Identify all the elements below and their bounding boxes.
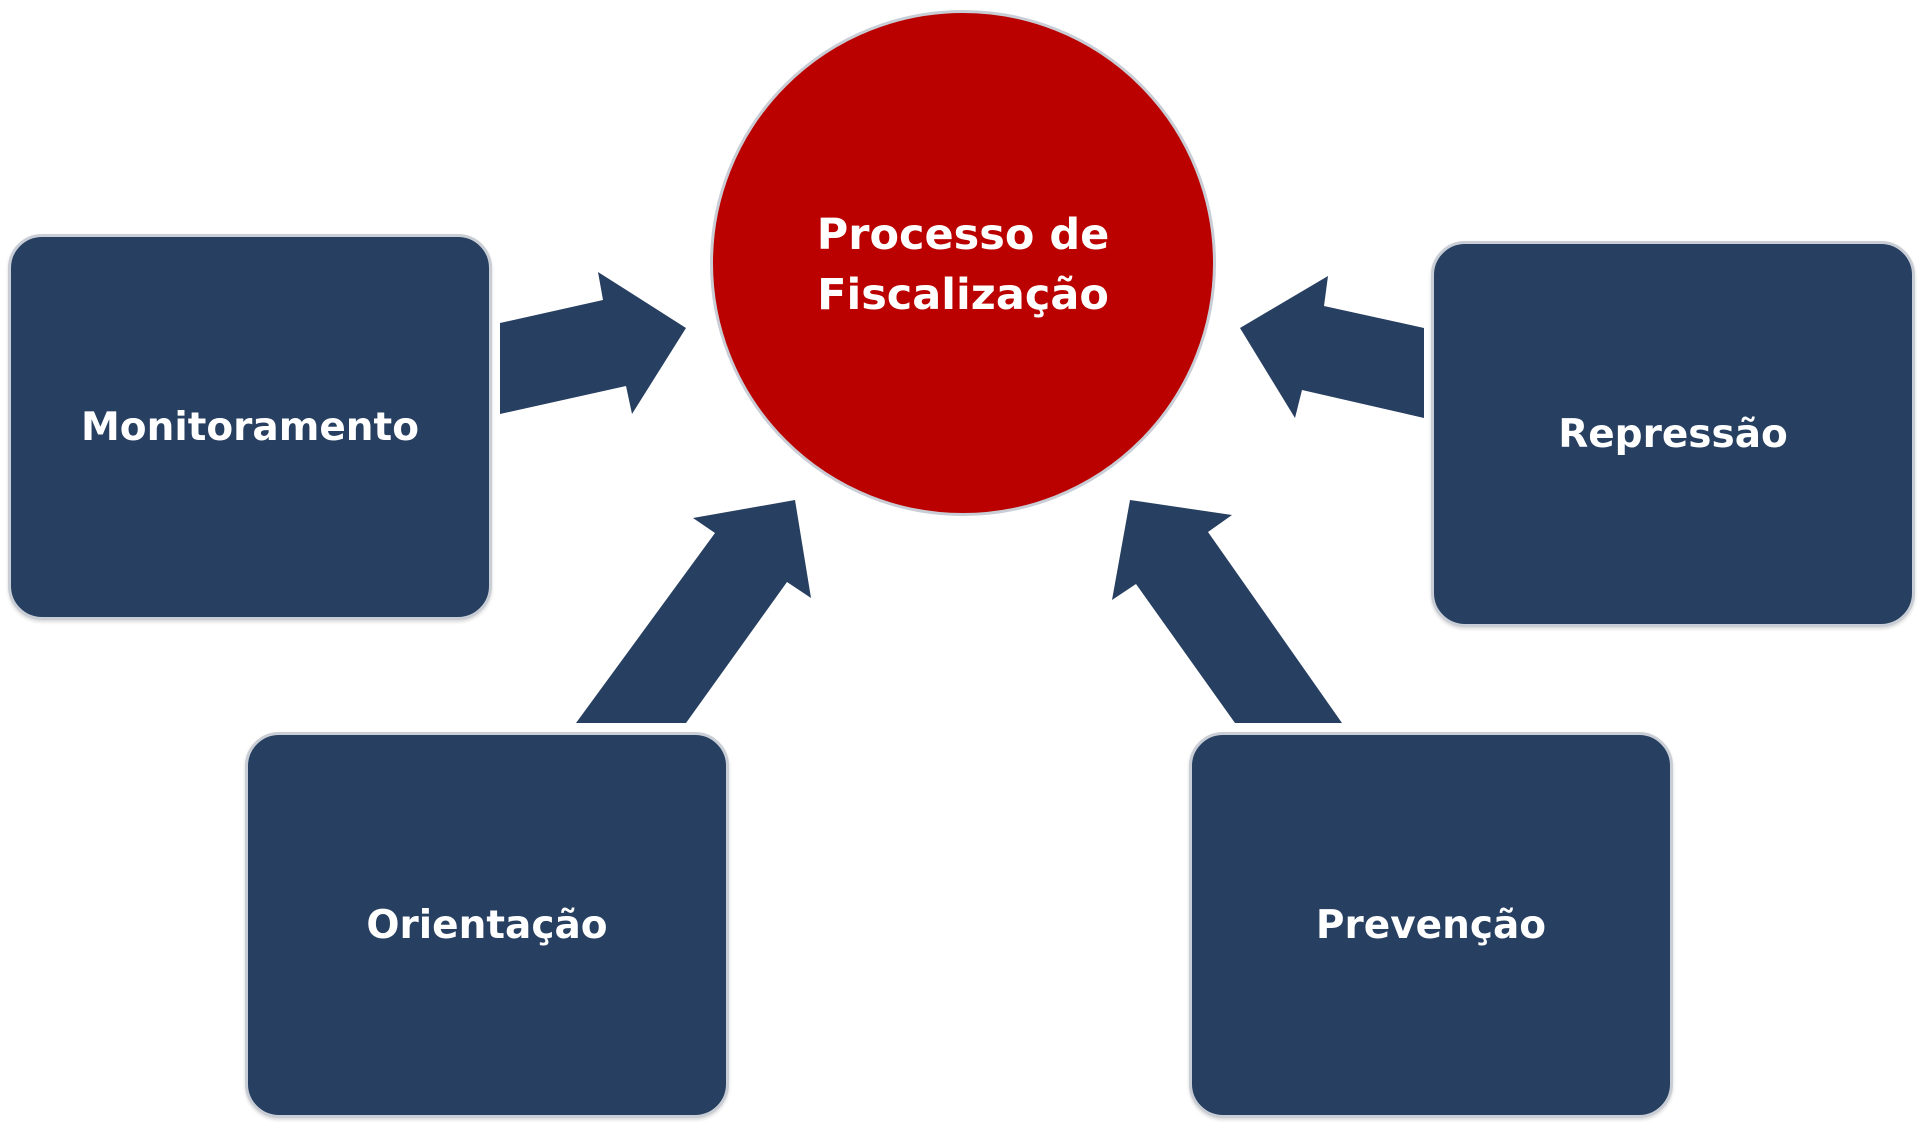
- node-orientacao-label: Orientação: [366, 902, 608, 948]
- node-repressao: Repressão: [1431, 241, 1915, 627]
- arrow-prevencao-to-center: [1112, 500, 1342, 723]
- arrow-repressao-to-center: [1240, 276, 1424, 418]
- node-prevencao-label: Prevenção: [1315, 902, 1547, 948]
- node-repressao-label: Repressão: [1558, 411, 1788, 457]
- node-monitoramento: Monitoramento: [8, 234, 492, 620]
- node-prevencao: Prevenção: [1189, 732, 1673, 1118]
- center-circle: Processo de Fiscalização: [710, 10, 1216, 516]
- node-monitoramento-label: Monitoramento: [80, 404, 419, 450]
- arrow-orientacao-to-center: [576, 500, 811, 723]
- arrow-monitoramento-to-center: [500, 272, 686, 414]
- center-title: Processo de Fiscalização: [816, 210, 1110, 320]
- node-orientacao: Orientação: [245, 732, 729, 1118]
